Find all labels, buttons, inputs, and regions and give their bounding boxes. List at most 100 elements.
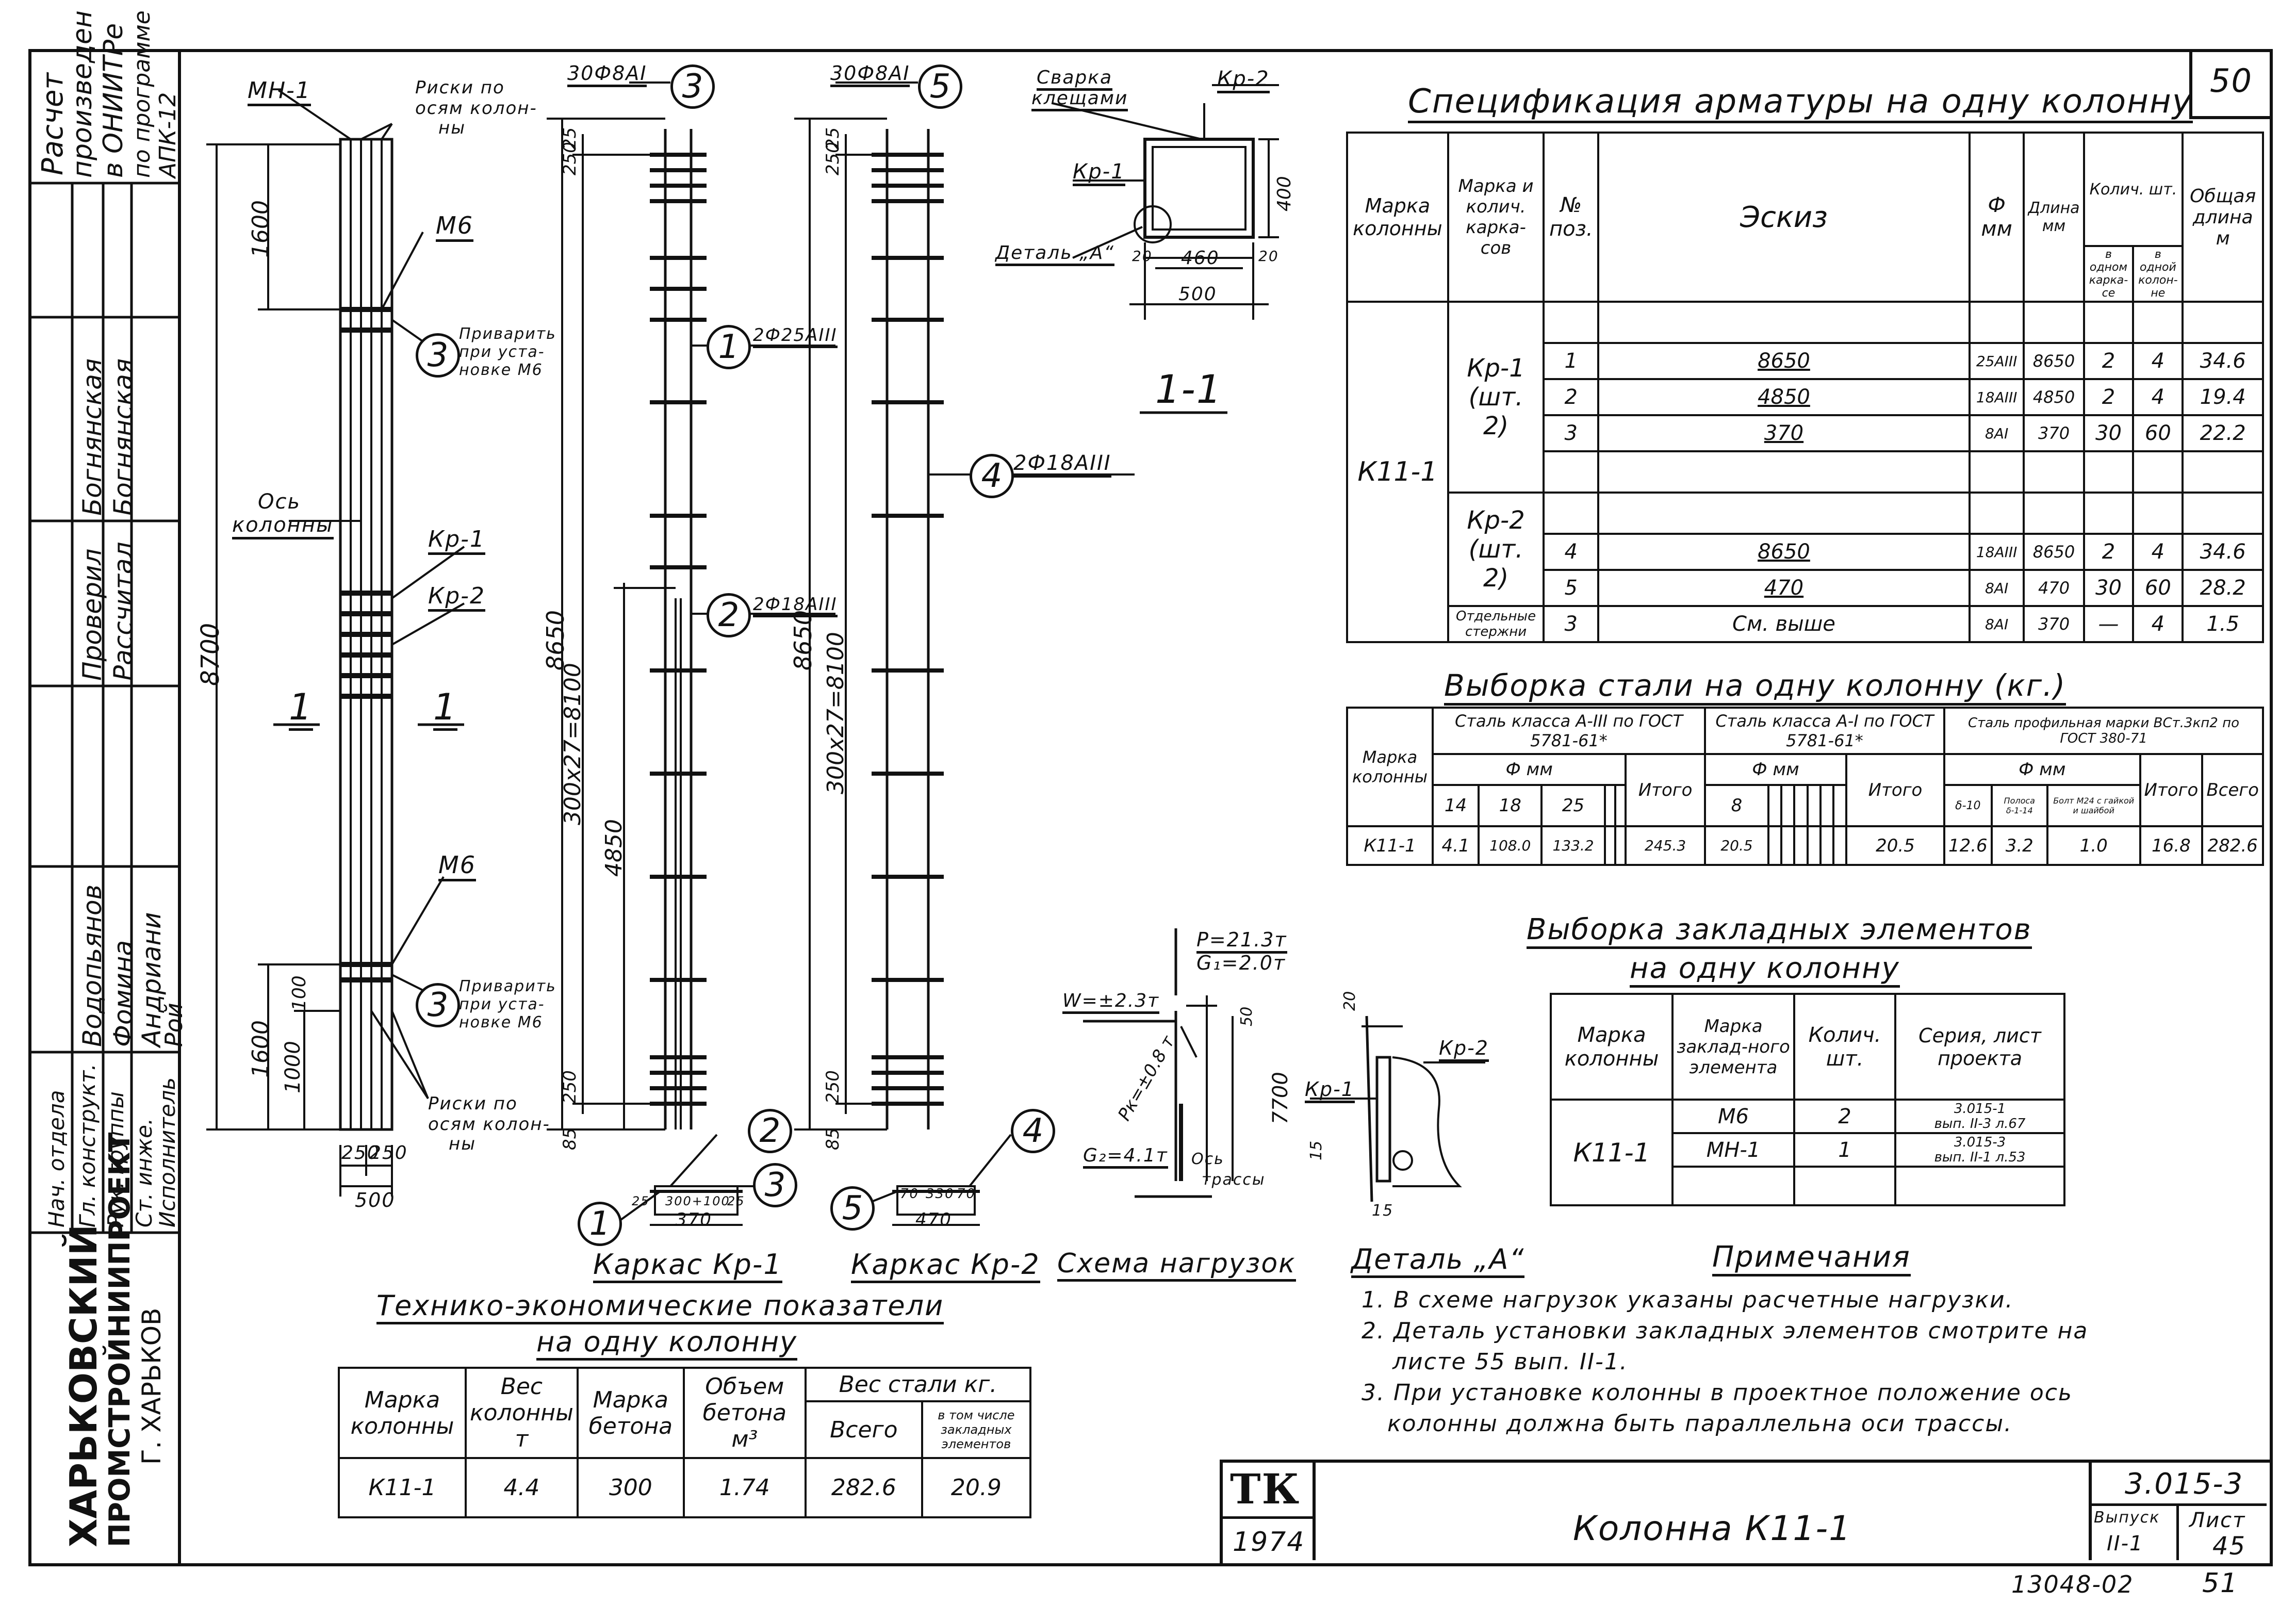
emb-ref-line: 3.015-3	[1954, 1135, 2006, 1151]
spec-group-2: Отдельные стержни	[1447, 605, 1545, 643]
s11-dim-500: 500	[1178, 284, 1217, 305]
spec-h-count: Колич. шт.	[2082, 132, 2184, 247]
spec-cell-n2: 60	[2132, 569, 2184, 607]
emb-cell-n: 1	[1793, 1132, 1896, 1168]
kr1-sec-dim-1: 300+100	[665, 1194, 730, 1208]
spec-cell-sketch: 370	[1597, 414, 1971, 452]
spec-cell-pos: 5	[1543, 569, 1600, 607]
title-block-list: 45	[2212, 1532, 2246, 1561]
dim-100: 100	[289, 975, 310, 1011]
mark-2-kr1-section: 2	[748, 1109, 792, 1153]
spec-cell-d: 18AIII	[1968, 533, 2025, 571]
title-block-list-label: Лист	[2189, 1509, 2246, 1532]
emb-ref-line: вып. II-3 л.67	[1934, 1116, 2026, 1132]
spec-row: 5 470 8AI 470 30 60 28.2	[1347, 569, 2264, 607]
spec-h-total: Общая длина м	[2182, 132, 2264, 303]
spec-cell-n2: 4	[2132, 533, 2184, 571]
dim-1600-top: 1600	[248, 200, 274, 258]
s11-dim-20a: 20	[1132, 248, 1153, 265]
spec-cell-total: 1.5	[2182, 605, 2264, 643]
label-riski-bot-2: ны	[449, 1134, 477, 1154]
s11-dim-460: 460	[1181, 248, 1220, 269]
steel-d: δ-10	[1943, 784, 1993, 827]
spec-row: 2 4850 18AIII 4850 2 4 19.4	[1347, 378, 2264, 416]
kr1-bar-2: 2Ф18AIII	[753, 594, 838, 617]
steel-h-itogo-a1: Итого	[1845, 753, 1945, 827]
load-g1: G₁=2.0т	[1196, 952, 1286, 974]
spec-cell-total: 28.2	[2182, 569, 2264, 607]
steel-cell	[1614, 825, 1627, 866]
kr1-top-bars: 30Ф8AI	[567, 62, 647, 87]
steel-d: Полоса δ-1-14	[1990, 784, 2048, 827]
kr2-bar-4: 2Ф18AIII	[1013, 451, 1111, 478]
steel-d	[1603, 784, 1617, 827]
steel-h-mark: Марка колонны	[1346, 707, 1434, 827]
label-riski-bot-0: Риски по	[428, 1093, 518, 1114]
tech-row: К11-1 4.4 300 1.74 282.6 20.9	[338, 1457, 1032, 1518]
steel-cell-total: 20.5	[1845, 825, 1945, 866]
steel-cell-total: 16.8	[2139, 825, 2204, 866]
tech-table: Марка колонны Вес колонны т Марка бетона…	[338, 1367, 1032, 1518]
tech-sh-0: Всего	[804, 1400, 923, 1459]
mark-5-kr2-top: 5	[918, 64, 962, 109]
spec-cell-len: 4850	[2023, 378, 2085, 416]
spec-cell-d: 18AIII	[1968, 378, 2025, 416]
steel-cell: 1.0	[2046, 825, 2141, 866]
emb-h-2: Колич. шт.	[1793, 993, 1896, 1101]
tech-h-0: Марка колонны	[338, 1367, 467, 1459]
title-block-code-cell	[2089, 1460, 2270, 1560]
spec-cell-n2: 60	[2132, 414, 2184, 452]
spec-cell-pos: 3	[1543, 605, 1600, 643]
mark-4-kr2: 4	[970, 454, 1014, 498]
steel-cell	[1780, 825, 1796, 866]
spec-cell-n2: 4	[2132, 378, 2184, 416]
dim-250a: 250	[341, 1142, 380, 1164]
steel-h-dmm-prof: Ф мм	[1943, 753, 2141, 786]
steel-cell-grand-total: 282.6	[2201, 825, 2264, 866]
spec-cell-sketch: 470	[1597, 569, 1971, 607]
spec-col-mark: К11-1	[1346, 301, 1449, 643]
spec-cell-n1: —	[2082, 605, 2135, 643]
steel-h-vsego: Всего	[2201, 753, 2264, 827]
label-riski-top-1: осям колон-	[415, 98, 537, 119]
steel-d: Болт М24 с гайкой и шайбой	[2046, 784, 2141, 827]
mark-3-col-bottom: 3	[416, 983, 460, 1027]
s11-kr2: Кр-2	[1217, 67, 1270, 93]
title-block-name: Колонна К11-1	[1573, 1509, 1852, 1548]
section-mark-1a: 1	[289, 686, 313, 731]
title-block-logo-cell	[1220, 1460, 1316, 1560]
dim-1600-bot: 1600	[248, 1020, 274, 1078]
steel-table: Марка колонны Сталь класса А-III по ГОСТ…	[1346, 707, 2265, 866]
emb-h-3: Серия, лист проекта	[1894, 993, 2065, 1101]
kr1-sec-dim-0: 25	[632, 1194, 650, 1208]
steel-d	[1767, 784, 1783, 827]
label-os-kolonny-0: Ось	[258, 490, 301, 514]
spec-cell-sketch: 8650	[1597, 342, 1971, 380]
note-line-3: 3. При установке колонны в проектное пол…	[1362, 1380, 2073, 1406]
steel-d	[1819, 784, 1834, 827]
spec-sh-1: в одной колон-не	[2132, 245, 2184, 303]
tech-cell: 4.4	[465, 1457, 579, 1518]
note-line-1: 2. Деталь установки закладных элементов …	[1362, 1318, 2089, 1344]
steel-cell: 12.6	[1943, 825, 1993, 866]
kr2-dim-85: 85	[823, 1127, 843, 1150]
steel-cell	[1793, 825, 1809, 866]
load-p: P=21.3т	[1196, 928, 1287, 954]
mark-3-kr1-section: 3	[753, 1163, 797, 1207]
embedded-table: Марка колонны Марка заклад-ного элемента…	[1550, 993, 2065, 1207]
steel-d: 25	[1540, 784, 1606, 827]
load-os-0: Ось	[1191, 1150, 1224, 1168]
sheet-number-box	[2189, 49, 2270, 119]
spec-row: 3 370 8AI 370 30 60 22.2	[1347, 414, 2264, 452]
spec-cell-total: 34.6	[2182, 533, 2264, 571]
tech-cell: 300	[576, 1457, 685, 1518]
tech-cell: 282.6	[804, 1457, 923, 1518]
s11-svarka-0: Сварка	[1037, 67, 1113, 91]
label-m6-top: М6	[436, 211, 473, 242]
mark-1-kr1-section: 1	[578, 1202, 622, 1246]
loads-title: Схема нагрузок	[1057, 1248, 1296, 1282]
spec-cell-sketch: См. выше	[1597, 605, 1971, 643]
kr1-sec-width: 370	[676, 1209, 712, 1230]
label-privarit-bot-2: новке М6	[459, 1013, 543, 1031]
steel-cell	[1603, 825, 1617, 866]
